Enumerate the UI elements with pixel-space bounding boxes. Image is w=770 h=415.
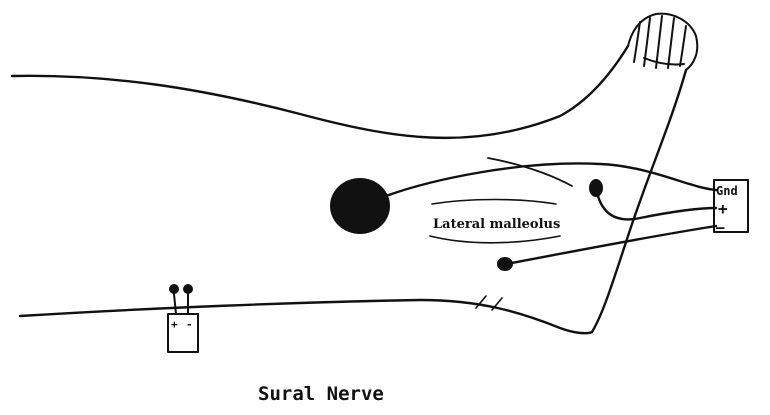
active-electrode-wire (596, 188, 716, 219)
malleolus-label: Lateral malleolus (433, 217, 560, 232)
diagram-caption: Sural Nerve (258, 383, 384, 405)
stimulator-electrode-left (169, 284, 179, 294)
leg-lower-outline (20, 300, 592, 333)
stimulator-prong-left (174, 294, 176, 314)
leg-upper-outline (12, 46, 628, 138)
reference-electrode (497, 257, 513, 271)
connector-plus-label: + (718, 199, 728, 218)
active-electrode (589, 179, 603, 197)
ground-electrode-disc (330, 178, 390, 234)
foot-front-outline (592, 70, 686, 332)
connector-gnd-label: Gnd (716, 184, 738, 198)
toes (628, 14, 697, 70)
ground-wire (386, 163, 716, 196)
stimulator-minus-label: - (186, 318, 193, 331)
stimulator-electrode-right (183, 284, 193, 294)
stimulator-plus-label: + (171, 318, 178, 331)
malleolus-contour-upper (432, 200, 556, 205)
malleolus-contour-top (488, 158, 572, 186)
connector-minus-label: — (716, 220, 725, 236)
malleolus-contour-bottom (430, 236, 560, 243)
